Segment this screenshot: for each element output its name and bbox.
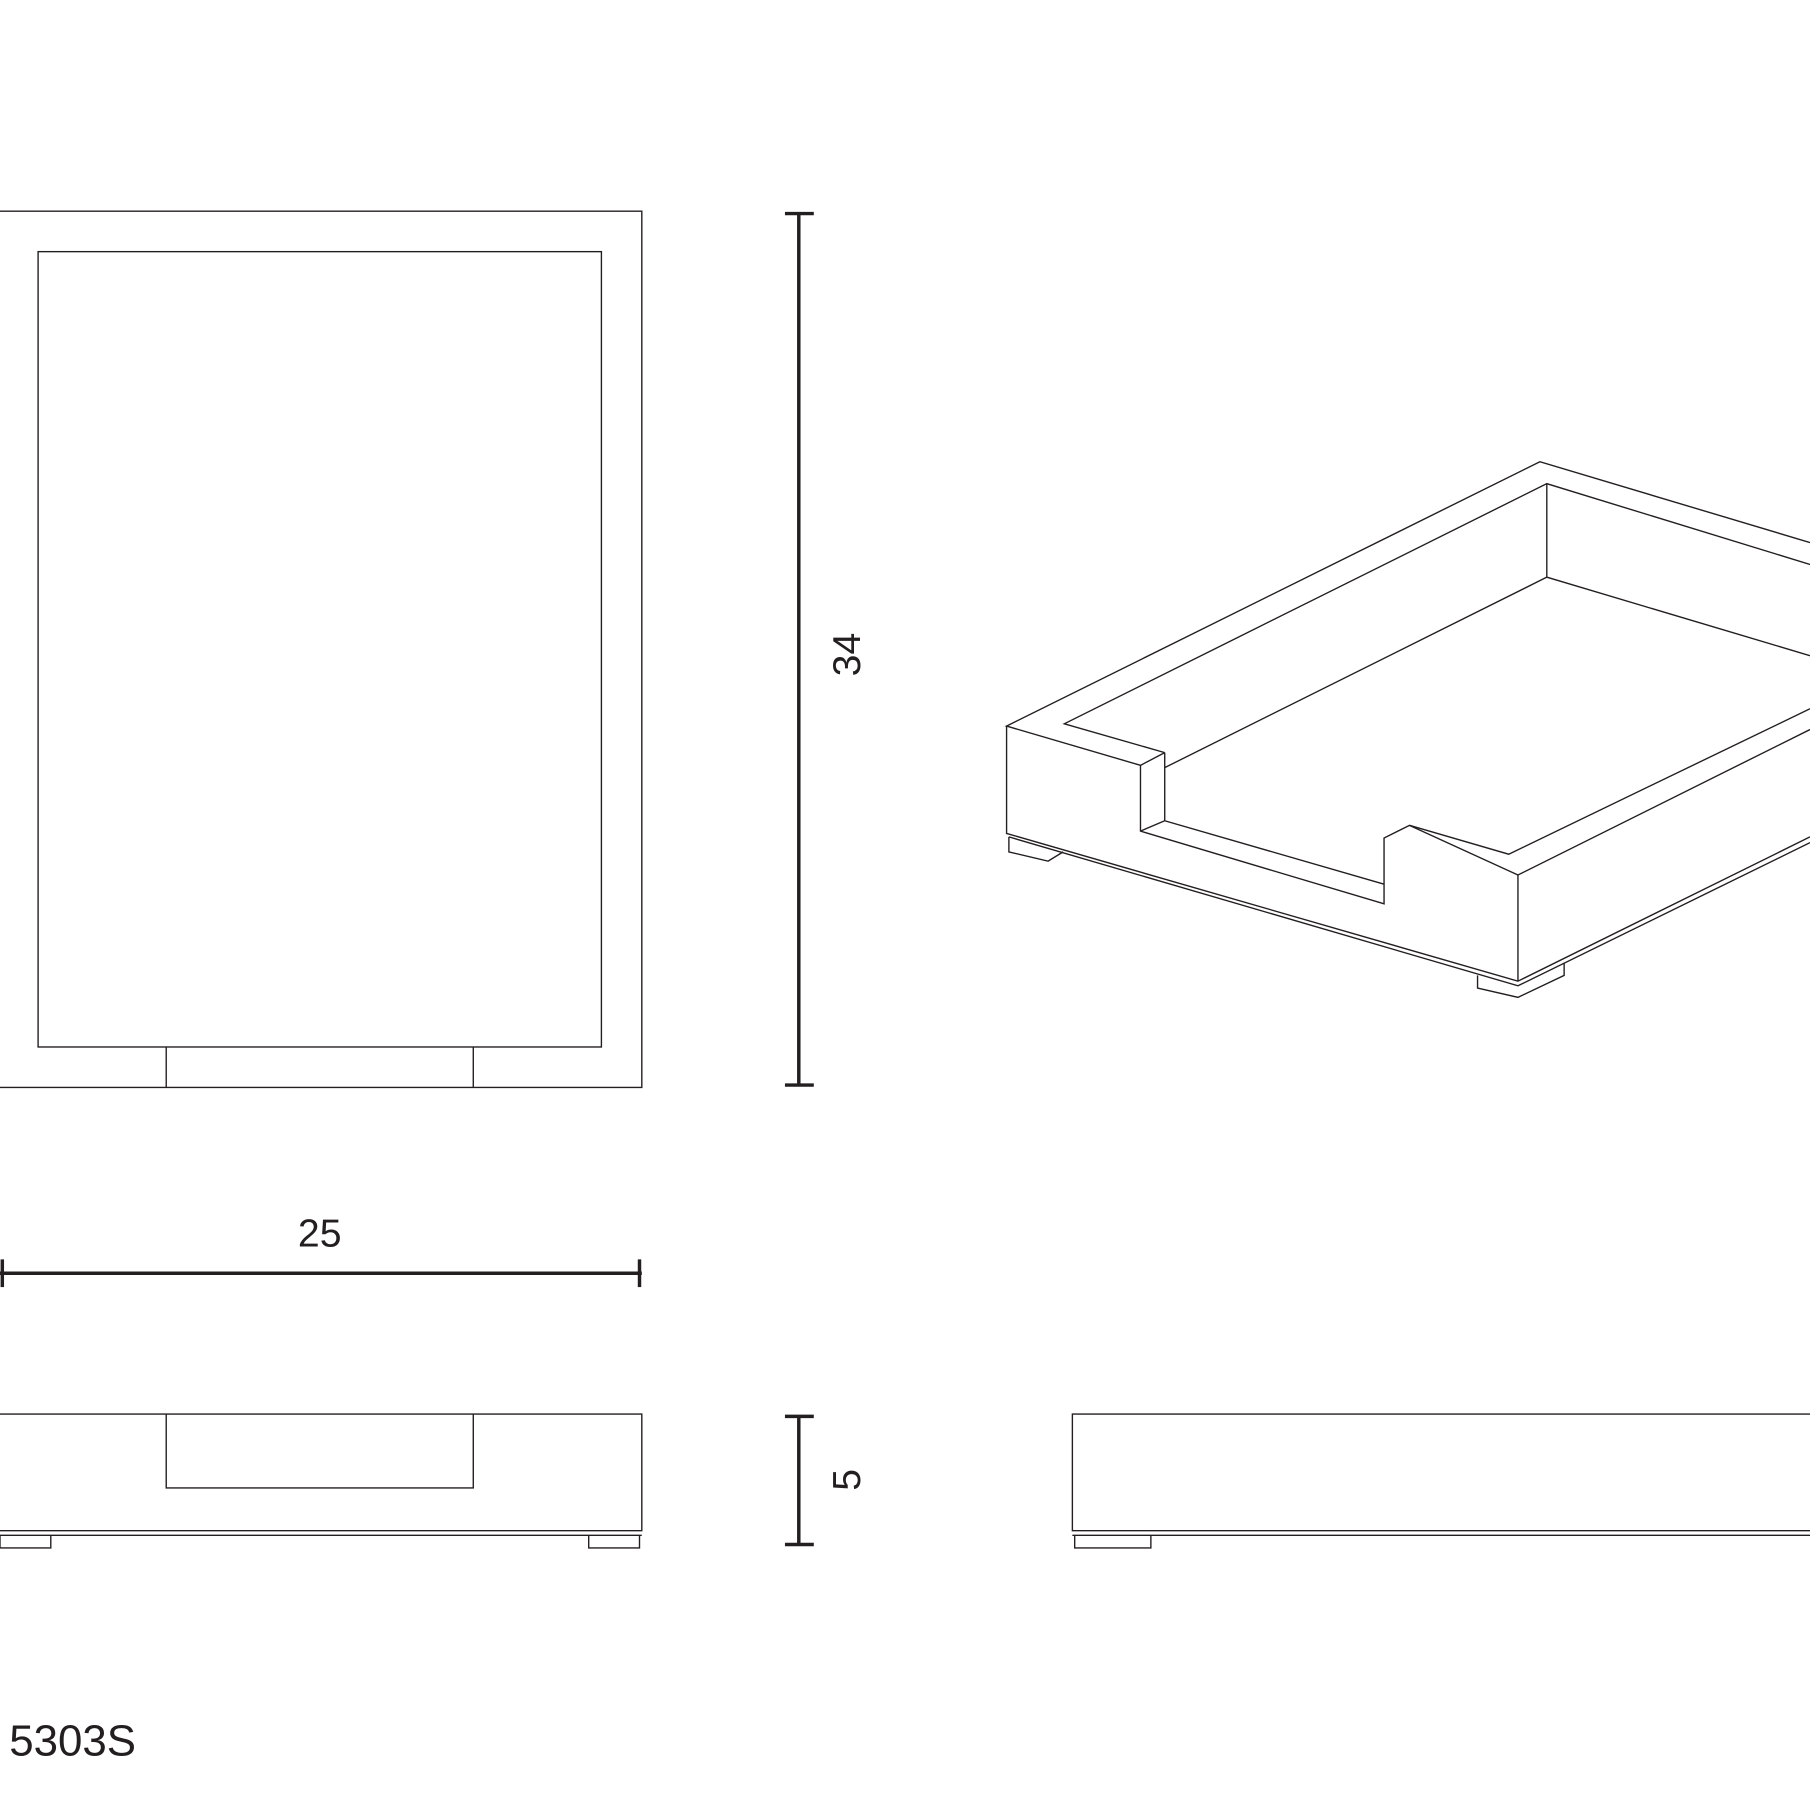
height-dimension: 5: [784, 1414, 869, 1547]
width-dimension: 25: [0, 1212, 642, 1288]
depth-dimension: 34: [784, 211, 869, 1087]
top-view: [0, 210, 643, 1089]
front-view: [0, 1413, 643, 1549]
side-view: [1071, 1413, 1810, 1549]
isometric-view: [1004, 460, 1810, 999]
width-label: 25: [298, 1212, 342, 1256]
height-label: 5: [825, 1469, 869, 1491]
depth-label: 34: [825, 633, 869, 677]
model-code: 5303S: [9, 1717, 136, 1766]
